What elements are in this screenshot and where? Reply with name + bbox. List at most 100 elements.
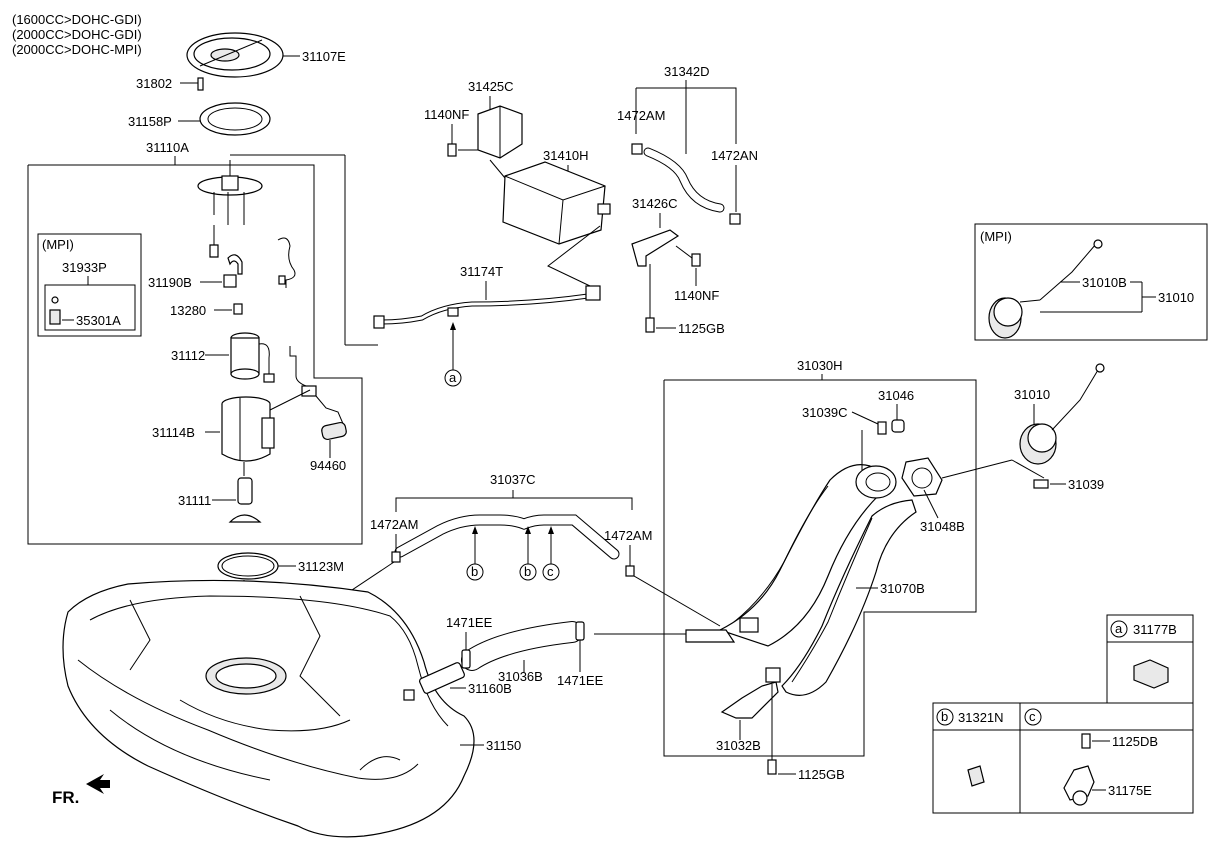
label-1471EE-a: 1471EE (446, 615, 493, 630)
engine-note-1: (1600CC>DOHC-GDI) (12, 12, 142, 27)
label-31048B: 31048B (920, 519, 965, 534)
clamp-1472AM-c-part (625, 565, 635, 577)
clip-31321N-part (967, 765, 985, 787)
label-31037C: 31037C (490, 472, 536, 487)
label-31190B: 31190B (148, 275, 192, 290)
front-direction-label: FR. (52, 788, 79, 807)
label-31425C: 31425C (468, 79, 514, 94)
label-31802: 31802 (136, 76, 172, 91)
label-35301A: 35301A (76, 313, 121, 328)
callout-c-1-letter: c (547, 564, 554, 579)
bolt-1125GB-b-part (767, 759, 777, 775)
label-1125GB-b: 1125GB (798, 767, 845, 782)
label-31342D: 31342D (664, 64, 710, 79)
label-31010B: 31010B (1082, 275, 1127, 290)
float-94460-part (321, 421, 347, 441)
mpi-gauge-box (974, 223, 1208, 341)
strainer-31111-part (228, 477, 262, 523)
label-31032B: 31032B (716, 738, 761, 753)
label-31111: 31111 (178, 493, 211, 508)
screw-31039-part (1033, 479, 1049, 489)
bolt-31802-part (197, 77, 204, 91)
sensor-35301A-part (49, 296, 61, 325)
label-1125GB-a: 1125GB (678, 321, 725, 336)
gasket-31123M-part (217, 552, 279, 580)
label-1472AM-a: 1472AM (617, 108, 665, 123)
label-31426C: 31426C (632, 196, 678, 211)
filler-neck-part (685, 430, 897, 647)
callout-a-1 (444, 369, 462, 387)
callout-a-1-letter: a (449, 370, 457, 385)
label-31036B: 31036B (498, 669, 543, 684)
label-1140NF-b: 1140NF (674, 288, 719, 303)
label-13280: 13280 (170, 303, 206, 318)
label-31410H: 31410H (543, 148, 589, 163)
label-31175E: 31175E (1108, 783, 1152, 798)
pump-flange-part (197, 154, 378, 346)
label-31177B: 31177B (1133, 622, 1177, 637)
connector-31190B-part (223, 254, 243, 288)
legend-a-letter: a (1115, 621, 1123, 636)
reservoir-31114B-part (221, 396, 275, 462)
clip-31039C-part (877, 421, 887, 435)
wire-harness (277, 237, 296, 288)
clamp-1472AM-b-part (391, 551, 401, 563)
label-31039C: 31039C (802, 405, 848, 420)
fuel-tank-31150-part (62, 579, 475, 838)
label-1140NF-a: 1140NF (424, 107, 469, 122)
label-31010-a: 31010 (1158, 290, 1194, 305)
label-mpi-1: (MPI) (42, 237, 74, 252)
legend-c-letter: c (1029, 709, 1036, 724)
callout-c-1 (542, 563, 560, 581)
label-1472AM-c: 1472AM (604, 528, 652, 543)
label-1471EE-b: 1471EE (557, 673, 604, 688)
pump-module-box (27, 164, 363, 545)
protector-31070B-part (781, 499, 917, 696)
bracket-31426C-part (631, 229, 680, 267)
clamp-31175E-part (1063, 765, 1095, 806)
label-31150: 31150 (486, 738, 521, 753)
canister-31410H-part (502, 161, 611, 245)
filler-neck-box (663, 379, 977, 757)
bracket-31425C-part (477, 105, 523, 159)
label-31010-b: 31010 (1014, 387, 1050, 402)
bolt-1125DB-part (1081, 733, 1091, 749)
hose-31037C-part (394, 514, 620, 560)
label-1472AN: 1472AN (711, 148, 758, 163)
label-31046: 31046 (878, 388, 914, 403)
label-31070B: 31070B (880, 581, 925, 596)
label-31114B: 31114B (152, 425, 195, 440)
bracket-31032B-part (720, 667, 781, 719)
callout-b-1-letter: b (471, 564, 478, 579)
bolt-1140NF-b-part (691, 253, 701, 267)
hose-31036B-part (461, 621, 585, 671)
label-31107E: 31107E (302, 49, 346, 64)
label-94460: 94460 (310, 458, 346, 473)
label-31160B: 31160B (468, 681, 512, 696)
bolt-1125GB-a-part (645, 317, 655, 333)
callout-b-2-letter: b (524, 564, 531, 579)
engine-note-2: (2000CC>DOHC-GDI) (12, 27, 142, 42)
label-31158P: 31158P (128, 114, 172, 129)
front-arrow-icon (86, 774, 110, 794)
label-31123M: 31123M (298, 559, 344, 574)
callout-b-1 (466, 563, 484, 581)
pump-motor-31112-part (230, 332, 275, 383)
callout-b-2 (519, 563, 537, 581)
fitting-31160B-part (403, 662, 465, 701)
label-31174T: 31174T (460, 264, 503, 279)
bolt-1140NF-a-part (447, 143, 457, 157)
hose-31342D-part (631, 143, 741, 225)
tube-31174T-part (373, 285, 601, 329)
label-31030H: 31030H (797, 358, 843, 373)
label-31933P: 31933P (62, 260, 107, 275)
filter-13280-part (233, 303, 243, 315)
cover-plate-part (186, 32, 284, 78)
legend-b-letter: b (941, 709, 948, 724)
fuel-cap-31010-part (1019, 363, 1105, 465)
fuel-cap-mpi-part (988, 239, 1103, 339)
gasket-ring-part (199, 102, 271, 136)
label-31321N: 31321N (958, 710, 1004, 725)
label-31110A: 31110A (146, 140, 189, 155)
